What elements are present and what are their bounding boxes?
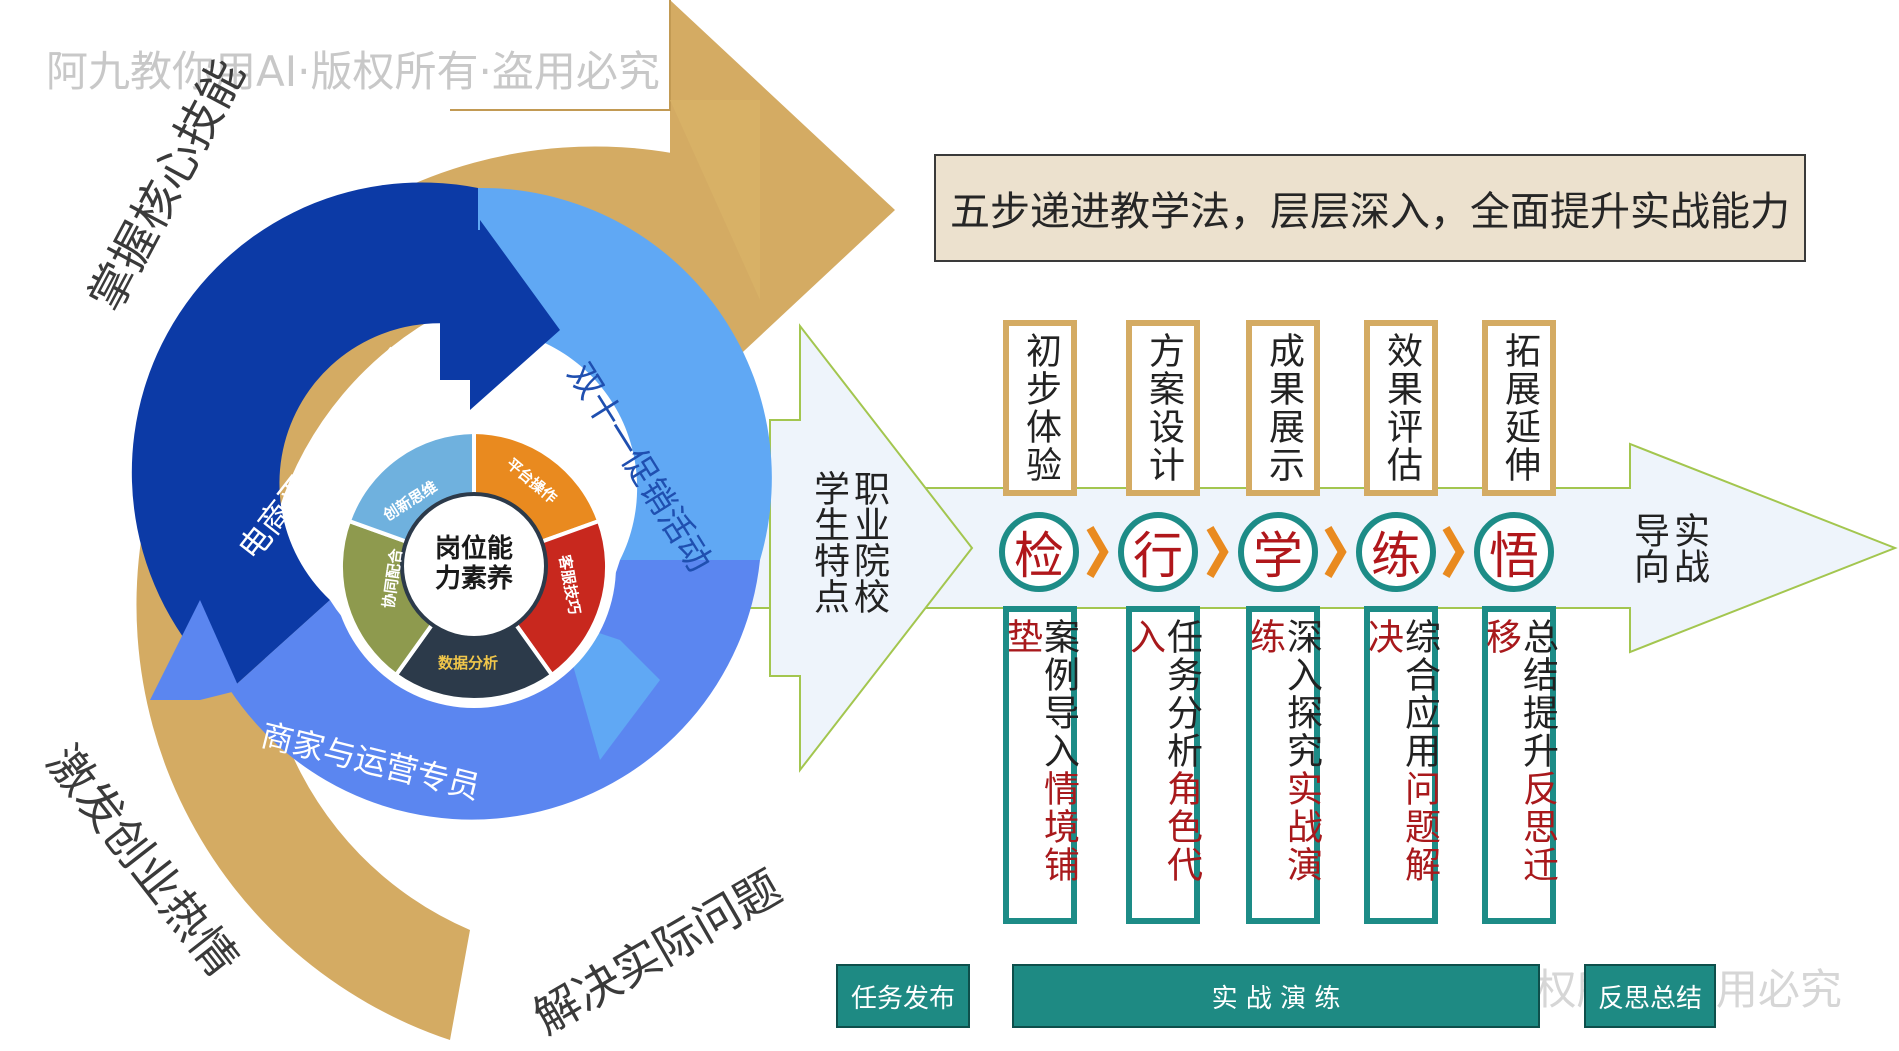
step-top-text-2: 成果展示 [1263,332,1304,484]
student-traits-arrow [769,323,974,773]
step-bottom-box-1: 任务分析角色代入 [1124,606,1202,924]
step-circle-1: 行 [1118,512,1198,592]
step-circle-4: 悟 [1474,512,1554,592]
step-bottom-red-2: 实战演练 [1244,618,1322,884]
middle-blue-ring [131,182,772,820]
step-bottom-red-3: 问题解决 [1362,618,1440,884]
phase-end-bar: 反思总结 [1584,964,1716,1028]
step-bottom-dark-0: 案例导入 [1038,618,1079,770]
step-bottom-box-4: 总结提升反思迁移 [1480,606,1558,924]
step-bottom-red-1: 角色代入 [1124,618,1202,884]
step-bottom-dark-1: 任务分析 [1161,618,1202,770]
step-top-text-1: 方案设计 [1143,332,1184,484]
step-top-text-3: 效果评估 [1381,332,1422,484]
step-top-text-4: 拓展延伸 [1499,332,1540,484]
watermark-top: 阿九教你用AI·版权所有·盗用必究 [46,47,660,96]
step-char-1: 行 [1133,527,1183,585]
step-circle-0: 检 [999,512,1079,592]
step-char-0: 检 [1014,527,1064,585]
step-top-box-1: 方案设计 [1126,320,1200,496]
step-bottom-box-2: 深入探究实战演练 [1244,606,1322,924]
step-chevrons [1086,525,1465,579]
core-segment-label-3: 数据分析 [438,654,499,672]
step-bottom-dark-4: 总结提升 [1517,618,1558,770]
step-char-4: 悟 [1489,527,1539,585]
step-char-2: 学 [1253,527,1303,585]
core-center-label: 岗位能力素养 [434,534,513,594]
step-top-box-3: 效果评估 [1364,320,1438,496]
headline-text: 五步递进教学法，层层深入，全面提升实战能力 [950,189,1790,235]
step-top-box-2: 成果展示 [1246,320,1320,496]
phase-start-bar: 任务发布 [836,964,970,1028]
step-top-box-0: 初步体验 [1003,320,1077,496]
step-bottom-dark-3: 综合应用 [1399,618,1440,770]
step-top-box-4: 拓展延伸 [1482,320,1556,496]
phase-start-label: 任务发布 [850,983,955,1014]
step-bottom-red-0: 情境铺垫 [1001,618,1079,884]
step-char-3: 练 [1371,527,1421,585]
step-circle-2: 学 [1238,512,1318,592]
phase-end-label: 反思总结 [1597,983,1702,1014]
step-bottom-red-4: 反思迁移 [1480,618,1558,884]
step-circle-3: 练 [1356,512,1436,592]
goal-label: 实战导向 [1628,512,1709,584]
step-bottom-dark-2: 深入探究 [1281,618,1322,770]
step-bottom-box-0: 案例导入情境铺垫 [1001,606,1079,924]
headline-box: 五步递进教学法，层层深入，全面提升实战能力 [934,154,1806,262]
step-top-text-0: 初步体验 [1020,332,1061,484]
core-segments [332,424,616,708]
student-traits-label: 职业院校学生特点 [808,470,889,614]
step-bottom-box-3: 综合应用问题解决 [1362,606,1440,924]
phase-middle-bar: 实 战 演 练 [1012,964,1540,1028]
phase-middle-label: 实 战 演 练 [1211,983,1341,1014]
